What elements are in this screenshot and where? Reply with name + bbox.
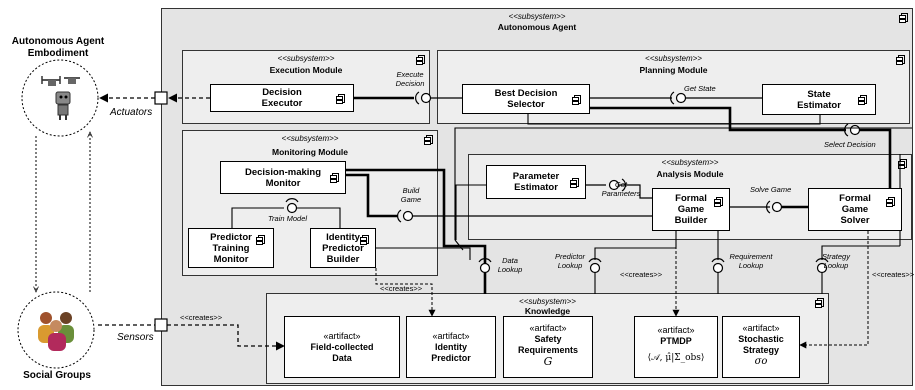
requirement-lookup-label: Requirement Lookup — [729, 252, 773, 270]
creates-label-identity: <<creates>> — [380, 284, 423, 293]
artifact-ptmdp[interactable]: «artifact» PTMDP ⟨𝒜, μ̂|Σ_obs⟩ — [634, 316, 718, 378]
artifact-symbol: σo — [754, 356, 768, 367]
creates-strategy-arrow — [799, 231, 869, 349]
social-groups-title: Social Groups — [23, 370, 91, 381]
component-label: Formal Game Solver — [839, 193, 871, 226]
module-title: Knowledge — [524, 306, 571, 316]
creates-identity-predictor-arrow — [375, 268, 436, 317]
formal-game-solver-component[interactable]: Formal Game Solver — [808, 188, 902, 231]
get-state-interface — [675, 92, 687, 104]
component-icon — [360, 235, 369, 245]
artifact-name: Identity Predictor — [431, 342, 471, 363]
component-label: Formal Game Builder — [674, 193, 708, 226]
actuators-label: Actuators — [110, 107, 153, 118]
decision-making-monitor-component[interactable]: Decision-making Monitor — [220, 161, 346, 194]
data-lookup-interface — [479, 262, 491, 274]
creates-label-sensors: <<creates>> — [180, 313, 223, 322]
component-label: State Estimator — [797, 88, 841, 111]
sensors-port[interactable] — [154, 318, 168, 332]
component-label: Decision Executor — [261, 87, 303, 109]
component-label: Decision-making Monitor — [244, 166, 322, 189]
module-title: Analysis Module — [656, 169, 724, 179]
artifact-name: Field-collected Data — [310, 342, 374, 363]
artifact-safety-requirements[interactable]: «artifact» Safety Requirements G — [503, 316, 593, 378]
actuators-port[interactable] — [154, 91, 168, 105]
component-icon — [424, 135, 433, 145]
component-icon — [815, 298, 824, 308]
artifact-identity-predictor[interactable]: «artifact» Identity Predictor — [406, 316, 496, 378]
creates-label-ptmdp: <<creates>> — [620, 270, 663, 279]
artifact-field-collected-data[interactable]: «artifact» Field-collected Data — [284, 316, 400, 378]
module-title: Monitoring Module — [271, 147, 348, 157]
component-icon — [256, 235, 265, 245]
artifact-stereotype: «artifact» — [323, 331, 361, 341]
sensors-label: Sensors — [117, 332, 154, 343]
sensors-to-data-arrow — [167, 324, 285, 351]
module-title: Planning Module — [639, 65, 708, 75]
component-icon — [714, 197, 723, 207]
component-icon — [858, 95, 867, 105]
strategy-lookup-label: Strategy Lookup — [822, 252, 850, 270]
artifact-stereotype: «artifact» — [742, 323, 780, 333]
module-stereotype: <<subsystem>> — [661, 158, 719, 167]
strategy-lookup-interface — [816, 262, 828, 274]
requirement-lookup-interface — [712, 262, 724, 274]
artifact-stereotype: «artifact» — [657, 325, 695, 335]
artifact-symbol: G — [543, 355, 553, 368]
artifact-symbol: ⟨𝒜, μ̂|Σ_obs⟩ — [647, 353, 705, 363]
decision-executor-component[interactable]: Decision Executor — [210, 84, 354, 112]
component-label: Identity Predictor Builder — [322, 231, 364, 265]
component-icon — [896, 55, 905, 65]
artifact-stereotype: «artifact» — [432, 331, 470, 341]
execute-decision-interface — [420, 92, 432, 104]
predictor-lookup-interface — [589, 262, 601, 274]
artifact-name: Safety Requirements — [517, 334, 579, 355]
component-icon — [899, 13, 908, 23]
module-stereotype: <<subsystem>> — [277, 54, 335, 63]
select-decision-interface — [849, 124, 861, 136]
people-group-illustration — [32, 306, 82, 352]
predictor-training-monitor-component[interactable]: Predictor Training Monitor — [188, 228, 274, 268]
component-icon — [336, 94, 345, 104]
component-icon — [330, 173, 339, 183]
module-stereotype: <<subsystem>> — [519, 297, 576, 306]
component-icon — [572, 95, 581, 105]
subsystem-stereotype: <<subsystem>> — [508, 12, 566, 21]
solve-game-label: Solve Game — [750, 185, 792, 194]
parameter-estimator-component[interactable]: Parameter Estimator — [486, 165, 586, 199]
component-label: Best Decision Selector — [494, 88, 558, 110]
train-model-label: Train Model — [268, 214, 308, 223]
best-decision-selector-component[interactable]: Best Decision Selector — [462, 84, 590, 114]
build-game-label: Build Game — [400, 186, 422, 204]
train-model-interface — [286, 202, 298, 214]
get-state-label: Get State — [684, 84, 716, 93]
state-estimator-component[interactable]: State Estimator — [762, 84, 876, 115]
artifact-stochastic-strategy[interactable]: «artifact» Stochastic Strategy σo — [722, 316, 800, 378]
solve-game-interface — [771, 201, 783, 213]
predictor-lookup-label: Predictor Lookup — [554, 252, 585, 270]
build-game-interface — [402, 210, 414, 222]
get-parameters-label: Get Parameters — [601, 180, 641, 198]
identity-predictor-builder-component[interactable]: Identity Predictor Builder — [310, 228, 376, 268]
data-lookup-label: Data Lookup — [497, 256, 523, 274]
component-icon — [886, 197, 895, 207]
component-icon — [570, 178, 579, 188]
formal-game-builder-component[interactable]: Formal Game Builder — [652, 188, 730, 231]
select-decision-label: Select Decision — [824, 140, 876, 149]
module-stereotype: <<subsystem>> — [645, 54, 702, 63]
embodiment-title: Autonomous Agent Embodiment — [11, 36, 105, 59]
module-title: Execution Module — [269, 65, 343, 75]
component-label: Predictor Training Monitor — [210, 231, 252, 265]
module-stereotype: <<subsystem>> — [281, 134, 339, 143]
robot-drone-illustration — [36, 72, 86, 122]
creates-label-strategy: <<creates>> — [872, 270, 915, 279]
artifact-name: Stochastic Strategy — [738, 334, 784, 355]
artifact-stereotype: «artifact» — [529, 323, 567, 333]
execute-decision-label: Execute Decision — [395, 70, 425, 88]
artifact-name: PTMDP — [660, 336, 692, 346]
get-parameters-interface — [608, 179, 620, 191]
subsystem-title: Autonomous Agent — [497, 22, 577, 32]
component-label: Parameter Estimator — [512, 171, 560, 193]
component-icon — [416, 55, 425, 65]
